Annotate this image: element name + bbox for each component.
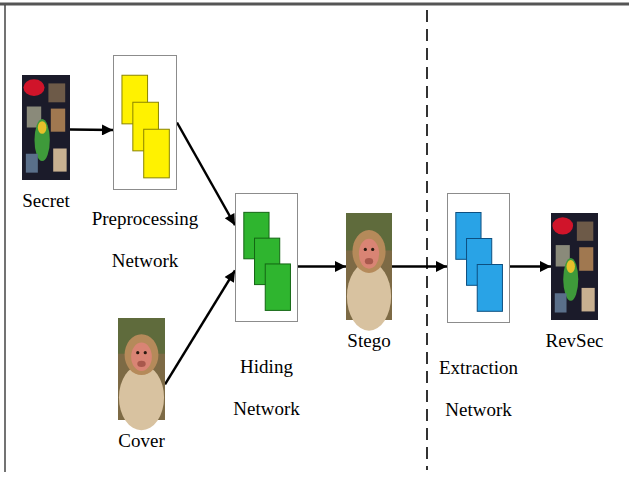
revealed-image-figure <box>551 213 598 320</box>
monkey-photo <box>118 318 165 430</box>
separator-dashed-line <box>426 10 428 470</box>
node-label: Preprocessing Network <box>80 198 210 282</box>
cover-image: Cover <box>118 318 165 420</box>
network-frame <box>114 56 177 190</box>
network-box-figure <box>113 55 177 190</box>
node-label: Cover <box>102 420 182 462</box>
node-label: Extraction Network <box>429 347 529 431</box>
revealed-image: RevSec <box>551 213 598 320</box>
network-frame <box>448 194 510 323</box>
stego-image-figure <box>346 213 392 320</box>
network-box-figure <box>235 193 298 322</box>
monkey-photo <box>346 213 392 331</box>
arrow-connector <box>298 265 346 268</box>
cover-image-figure <box>118 318 165 420</box>
network-box-figure <box>447 193 510 323</box>
collage-photo <box>22 75 70 180</box>
secret-image-figure <box>22 75 70 180</box>
node-label: RevSec <box>535 320 615 362</box>
network-box: Extraction Network <box>447 193 510 323</box>
arrow-connector <box>165 270 235 384</box>
network-box: Hiding Network <box>235 193 298 322</box>
node-label: Hiding Network <box>222 346 312 430</box>
node-label: Stego <box>329 320 409 362</box>
arrow-connector <box>70 128 113 131</box>
left-border <box>4 5 6 472</box>
secret-image: Secret <box>22 75 70 180</box>
arrow-connector <box>510 265 551 268</box>
network-frame <box>236 194 298 322</box>
stego-image: Stego <box>346 213 392 320</box>
network-box: Preprocessing Network <box>113 55 177 190</box>
feature-map <box>144 129 170 178</box>
feature-map <box>265 264 290 310</box>
top-border <box>0 3 629 6</box>
feature-map <box>477 265 502 312</box>
collage-photo <box>551 213 598 320</box>
node-label: Secret <box>6 180 86 222</box>
arrow-connector <box>392 265 447 268</box>
